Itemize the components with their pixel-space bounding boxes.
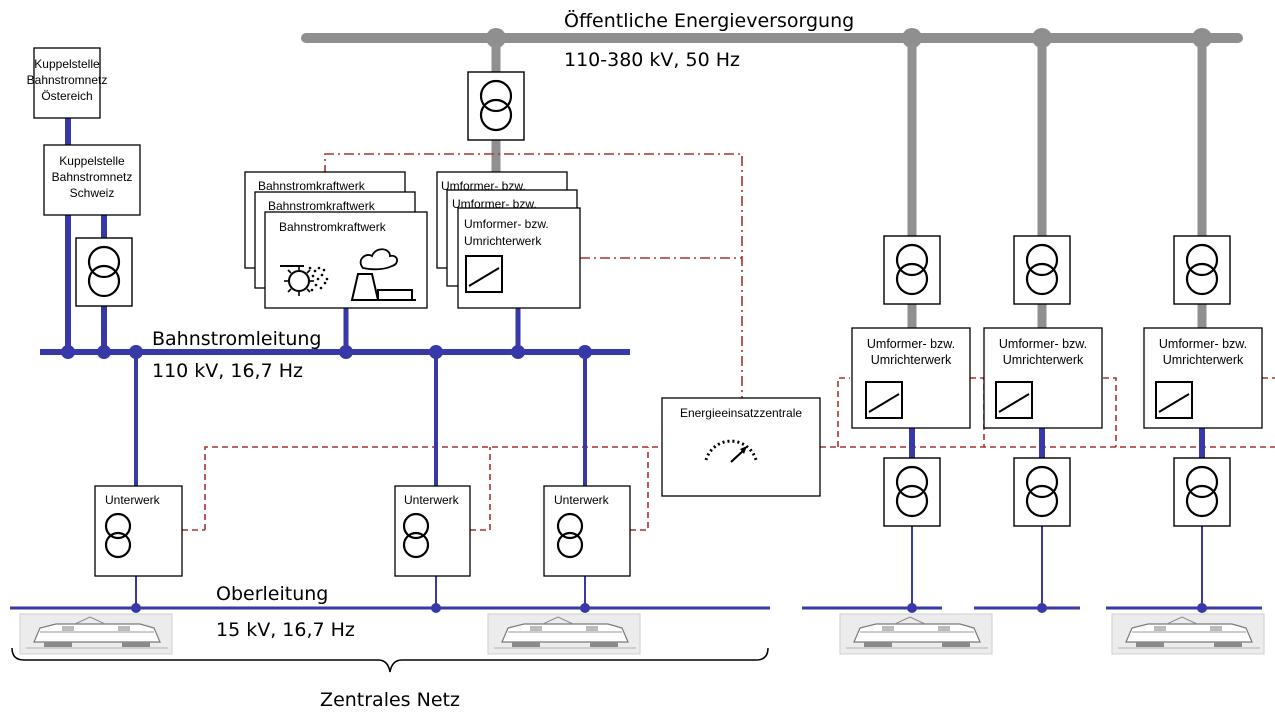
catenary-title: Oberleitung [216, 583, 328, 605]
rail-line-voltage: 110 kV, 16,7 Hz [152, 360, 303, 382]
svg-text:Umformer- bzw.: Umformer- bzw. [999, 337, 1087, 351]
svg-text:Bahnstromkraftwerk: Bahnstromkraftwerk [268, 199, 376, 213]
public-node-3 [1032, 28, 1052, 48]
svg-text:Kuppelstelle: Kuppelstelle [59, 154, 125, 168]
catenary-node-4 [907, 603, 917, 613]
converter-icon [865, 381, 903, 419]
svg-text:Umrichterwerk: Umrichterwerk [871, 353, 952, 367]
converter-stack: Umformer- bzw. Umformer- bzw. Umformer- … [436, 171, 581, 309]
locomotive-icon [19, 613, 173, 655]
catenary-node-3 [580, 603, 590, 613]
catenary-node-5 [1037, 603, 1047, 613]
gauge-icon [704, 439, 758, 463]
svg-text:Umrichterwerk: Umrichterwerk [1163, 353, 1244, 367]
substation-2: Unterwerk [394, 485, 471, 577]
svg-text:Umrichterwerk: Umrichterwerk [464, 234, 542, 248]
catenary-node-2 [431, 603, 441, 613]
rail-node-6 [511, 345, 525, 359]
central-network-brace [11, 647, 769, 673]
rail-node-5 [429, 345, 443, 359]
svg-text:Umformer- bzw.: Umformer- bzw. [1159, 337, 1247, 351]
control-center-box: Energieeinsatzzentrale [661, 397, 821, 497]
rail-line-title: Bahnstromleitung [152, 328, 321, 350]
substation-1: Unterwerk [94, 485, 183, 577]
public-grid-title: Öffentliche Energieversorgung [564, 9, 854, 32]
rail-node-4 [339, 345, 353, 359]
svg-text:Umformer- bzw.: Umformer- bzw. [867, 337, 955, 351]
converter-icon [1155, 381, 1193, 419]
rail-node-2 [97, 345, 111, 359]
transformer-icon [1012, 234, 1072, 306]
transformer-icon [466, 70, 526, 142]
svg-text:Energieeinsatzzentrale: Energieeinsatzzentrale [680, 406, 802, 420]
svg-text:Schweiz: Schweiz [70, 186, 115, 200]
svg-text:Bahnstromnetz: Bahnstromnetz [52, 170, 133, 184]
converter-icon [465, 255, 503, 293]
public-node-4 [1192, 28, 1212, 48]
substation-3: Unterwerk [543, 485, 631, 577]
transformer-icon [1012, 456, 1072, 528]
svg-text:Unterwerk: Unterwerk [554, 493, 610, 507]
rail-node-1 [61, 345, 75, 359]
svg-text:Unterwerk: Unterwerk [105, 493, 161, 507]
transformer-icon [882, 234, 942, 306]
locomotive-icon [839, 613, 993, 655]
coupling-box-austria: Kuppelstelle Bahnstromnetz Östereich [27, 47, 108, 119]
water-turbine-icon [280, 265, 329, 296]
rail-node-7 [578, 345, 592, 359]
transformer-icon [74, 236, 134, 308]
catenary-voltage: 15 kV, 16,7 Hz [216, 619, 355, 641]
power-plant-icon [350, 248, 416, 301]
svg-text:Bahnstromnetz: Bahnstromnetz [27, 73, 108, 87]
catenary-node-6 [1197, 603, 1207, 613]
transformer-icon [882, 456, 942, 528]
catenary-node-1 [131, 603, 141, 613]
svg-text:Bahnstromkraftwerk: Bahnstromkraftwerk [279, 220, 387, 234]
svg-text:Bahnstromkraftwerk: Bahnstromkraftwerk [258, 179, 366, 193]
svg-text:Kuppelstelle: Kuppelstelle [34, 57, 100, 71]
svg-text:Umformer- bzw.: Umformer- bzw. [464, 217, 549, 231]
public-node-2 [902, 28, 922, 48]
locomotive-icon [487, 613, 641, 655]
transformer-icon [1172, 456, 1232, 528]
svg-text:Östereich: Östereich [41, 89, 92, 103]
central-network-label: Zentrales Netz [320, 689, 460, 711]
converter-station-2: Umformer- bzw. Umrichterwerk [983, 327, 1103, 429]
converter-icon [995, 381, 1033, 419]
svg-text:Unterwerk: Unterwerk [404, 493, 460, 507]
locomotive-icon [1111, 613, 1265, 655]
rail-node-3 [129, 345, 143, 359]
svg-text:Umrichterwerk: Umrichterwerk [1003, 353, 1084, 367]
transformer-icon [1172, 234, 1232, 306]
coupling-box-switzerland: Kuppelstelle Bahnstromnetz Schweiz [43, 144, 141, 216]
public-grid-voltage: 110-380 kV, 50 Hz [564, 49, 740, 71]
power-plant-stack: Bahnstromkraftwerk Bahnstromkraftwerk Ba… [244, 171, 428, 309]
public-node-1 [486, 28, 506, 48]
